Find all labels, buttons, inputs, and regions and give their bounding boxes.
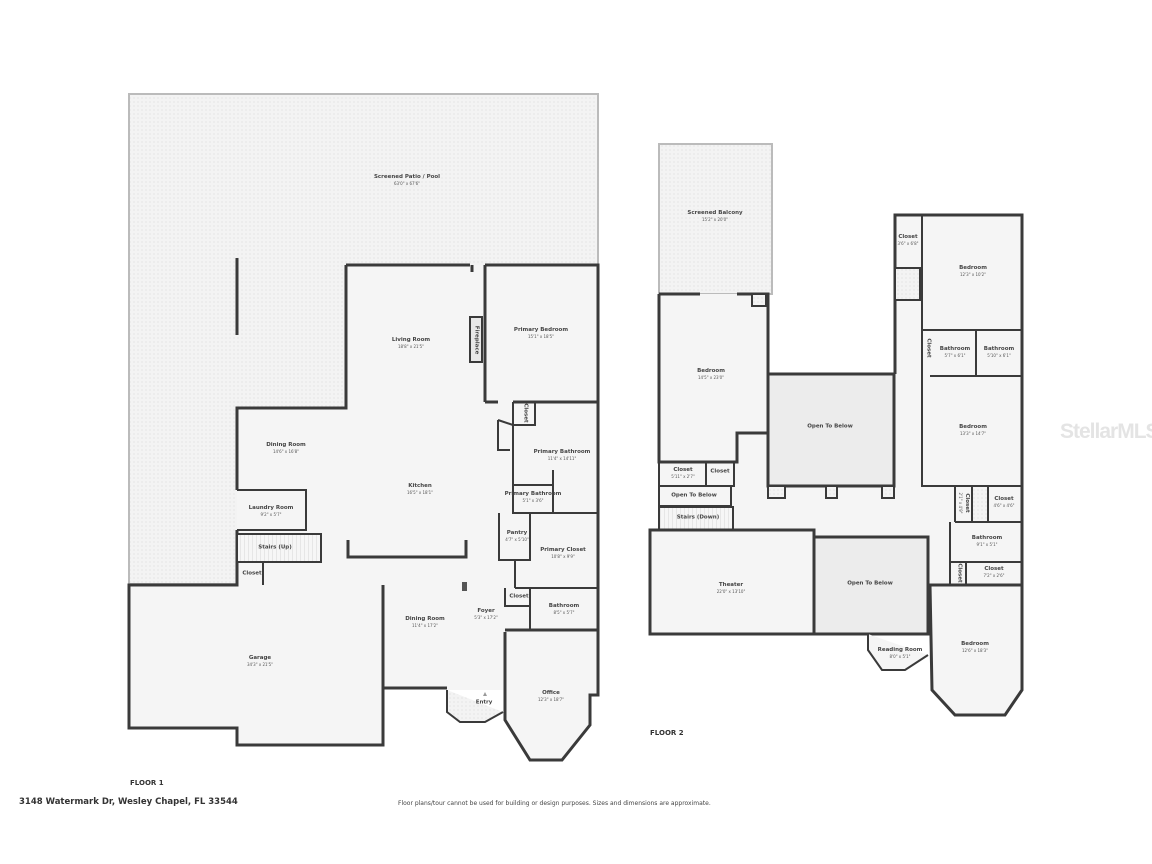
room-entry: Entry <box>475 699 493 706</box>
open-to-below-center: Open To Below <box>807 423 853 430</box>
disclaimer: Floor plans/tour cannot be used for buil… <box>398 800 711 807</box>
open-to-below-lower: Open To Below <box>847 580 893 587</box>
fireplace-label: Fireplace <box>473 325 480 355</box>
floor-2 <box>648 143 1024 717</box>
open-to-below-small: Open To Below <box>671 492 717 499</box>
property-address: 3148 Watermark Dr, Wesley Chapel, FL 335… <box>19 797 238 807</box>
floor-1 <box>127 93 600 762</box>
stairs-down-label: Stairs (Down) <box>676 514 720 521</box>
watermark-logo: StellarMLS <box>1060 420 1152 443</box>
room-closet-foyer: Closet <box>509 593 529 600</box>
room-closet-vertical-3: Closet <box>956 563 963 583</box>
floor-2-label: FLOOR 2 <box>650 729 684 737</box>
room-closet-stairs: Closet <box>242 570 262 577</box>
balcony-area <box>658 143 773 295</box>
stairs-up-label: Stairs (Up) <box>258 544 292 551</box>
room-closet-vertical: Closet <box>925 338 932 358</box>
stairs-up-shape <box>236 533 322 563</box>
room-closet-b: Closet <box>710 468 730 475</box>
room-closet-primary: Closet <box>522 403 529 423</box>
floor-1-label: FLOOR 1 <box>130 779 164 787</box>
